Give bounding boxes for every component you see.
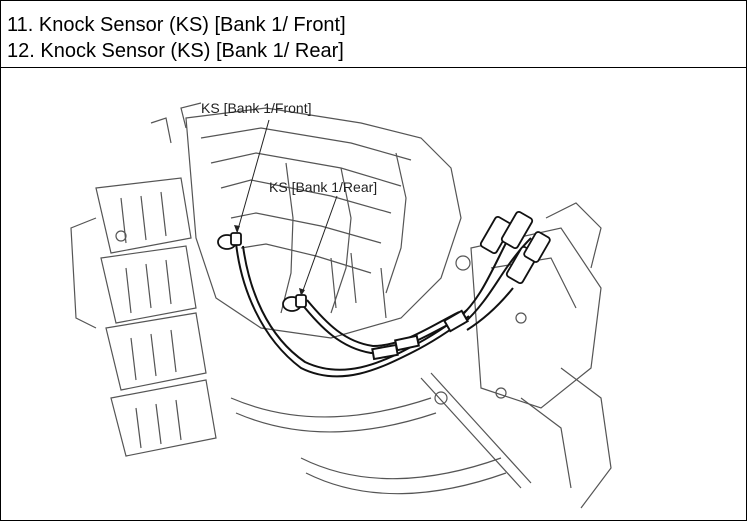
knock-sensor-rear bbox=[282, 294, 307, 312]
harness-connectors bbox=[479, 210, 551, 285]
engine-illustration: KS [Bank 1/Front] KS [Bank 1/Rear] bbox=[1, 68, 746, 520]
callout-leader-lines bbox=[236, 119, 338, 297]
callout-ks-bank1-front: KS [Bank 1/Front] bbox=[201, 100, 312, 116]
step-title-rear-knock-sensor: 12. Knock Sensor (KS) [Bank 1/ Rear] bbox=[7, 40, 344, 62]
leader-arrow-rear bbox=[299, 288, 305, 296]
step-title-front-knock-sensor: 11. Knock Sensor (KS) [Bank 1/ Front] bbox=[7, 14, 346, 36]
knock-sensor-front bbox=[217, 232, 242, 250]
callout-ks-bank1-rear: KS [Bank 1/Rear] bbox=[269, 179, 377, 195]
leader-arrow-front bbox=[234, 225, 240, 233]
step-header: 11. Knock Sensor (KS) [Bank 1/ Front] 12… bbox=[1, 1, 746, 68]
knock-sensor-wiring-harness bbox=[235, 217, 532, 378]
engine-background-linework bbox=[70, 102, 612, 509]
engine-line-drawing: KS [Bank 1/Front] KS [Bank 1/Rear] bbox=[70, 100, 612, 509]
